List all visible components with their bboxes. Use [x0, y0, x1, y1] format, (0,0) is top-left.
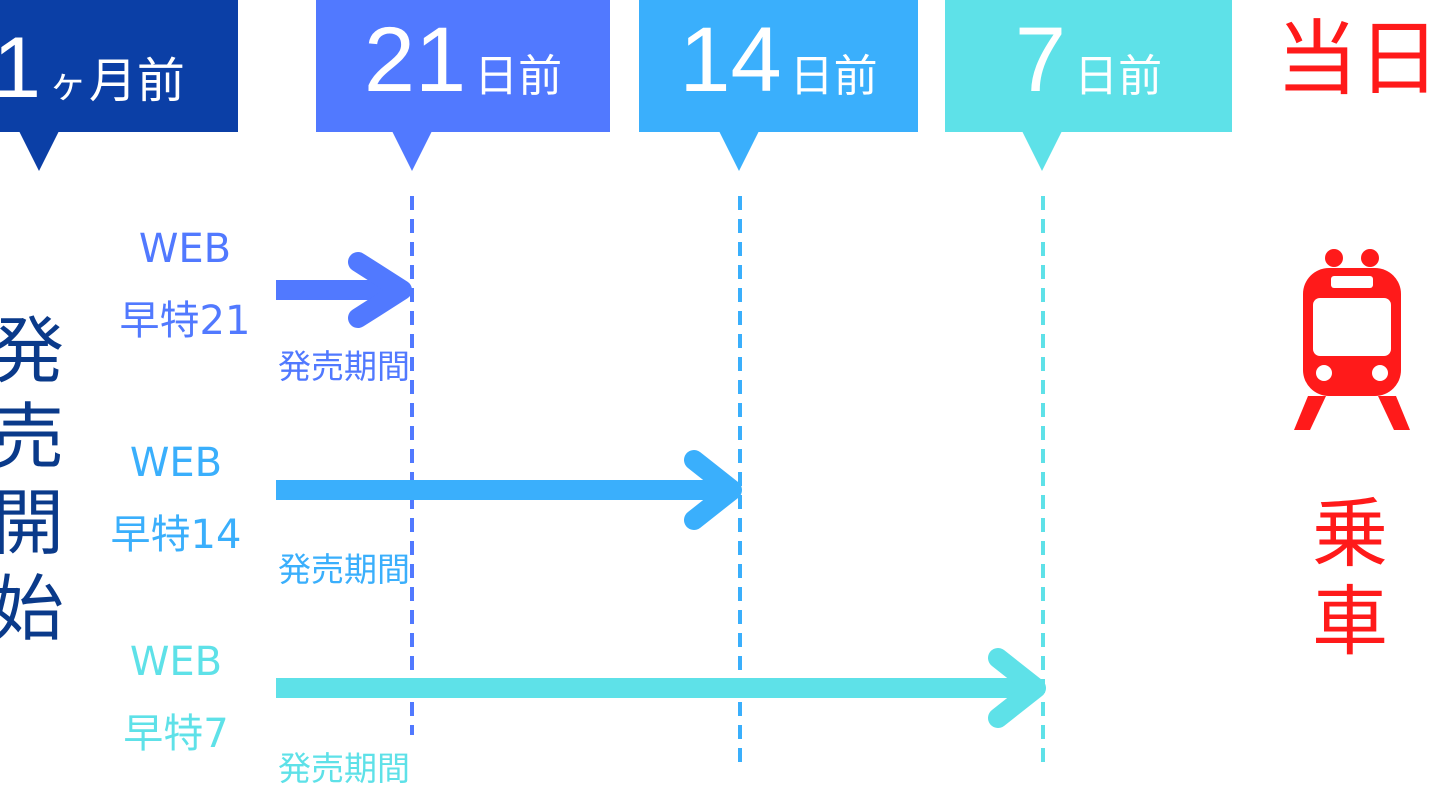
plan-label-web-early-7: WEB 早特7 [86, 626, 266, 770]
plan-line2: 早特21 [119, 298, 251, 344]
header-21-pointer [392, 131, 432, 171]
sale-start-label: 発 売 開 始 [0, 308, 65, 652]
header-14-days-before: 14 日前 [639, 0, 918, 132]
plan-line1: WEB [129, 639, 223, 685]
header-month-suffix: 月前 [88, 53, 185, 109]
header-7-days-before: 7 日前 [945, 0, 1232, 132]
plan-line1: WEB [138, 226, 232, 272]
sale-period-label: 発売期間 [278, 749, 410, 788]
header-21-suffix: 日前 [474, 51, 563, 102]
header-14-pointer [719, 131, 759, 171]
sale-period-arrow-7 [276, 648, 1046, 728]
header-today: 当日 [1276, 12, 1440, 107]
header-21-number: 21 [363, 9, 467, 111]
sale-start-char: 始 [0, 567, 65, 651]
plan-label-web-early-21: WEB 早特21 [95, 213, 275, 357]
boarding-char: 乗 [1312, 489, 1388, 578]
sale-period-arrow-21 [276, 252, 412, 328]
header-21-days-before: 21 日前 [316, 0, 610, 132]
header-7-pointer [1022, 131, 1062, 171]
header-month-pointer [19, 131, 59, 171]
sale-start-char: 発 [0, 309, 65, 393]
train-icon [1294, 249, 1410, 430]
header-14-suffix: 日前 [789, 51, 878, 102]
boarding-char: 車 [1312, 577, 1388, 666]
plan-line1: WEB [129, 440, 223, 486]
sale-start-char: 開 [0, 481, 65, 565]
header-7-suffix: 日前 [1074, 51, 1163, 102]
plan-label-web-early-14: WEB 早特14 [86, 427, 266, 571]
sale-period-label: 発売期間 [278, 347, 410, 386]
plan-line2: 早特7 [123, 711, 229, 757]
header-month-unit: ヶ [48, 62, 87, 106]
sale-period-label: 発売期間 [278, 550, 410, 589]
sale-start-char: 売 [0, 395, 65, 479]
plan-line2: 早特14 [110, 512, 242, 558]
boarding-label: 乗 車 [1310, 490, 1390, 666]
header-one-month-before: 1 ヶ 月前 [0, 0, 238, 132]
header-7-number: 7 [1014, 9, 1067, 111]
sale-period-arrow-14 [276, 450, 742, 530]
header-month-number: 1 [0, 20, 41, 116]
header-14-number: 14 [679, 9, 782, 111]
